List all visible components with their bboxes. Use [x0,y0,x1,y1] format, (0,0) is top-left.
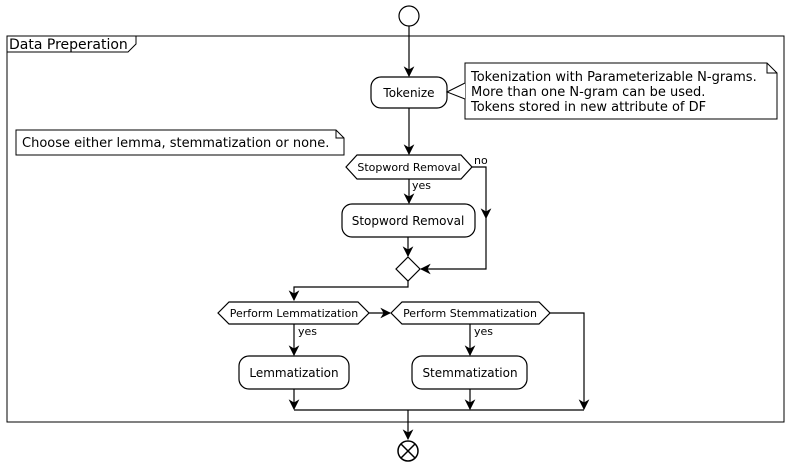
action-stemmatization: Stemmatization [411,355,528,390]
action-lemmatization-label: Lemmatization [249,366,338,380]
label-no: no [474,154,488,167]
end-node [397,440,419,462]
note-tokenize-line-1: Tokenization with Parameterizable N-gram… [470,70,757,85]
decision-lemmatization-label: Perform Lemmatization [230,307,359,320]
action-stopword-removal: Stopword Removal [341,203,476,238]
decision-stopword: Stopword Removal [345,154,473,180]
arrow-merge-lemma [288,281,409,302]
decision-stopword-label: Stopword Removal [357,161,460,174]
label-yes-stem: yes [474,325,493,338]
action-stemmatization-label: Stemmatization [422,366,517,380]
decision-stemmatization: Perform Stemmatization [390,301,551,325]
action-tokenize-label: Tokenize [382,86,434,100]
note-lemma-choice: Choose either lemma, stemmatization or n… [15,129,345,156]
partition-title: Data Preperation [9,37,128,53]
arrow-no-branch [472,166,492,220]
decision-lemmatization: Perform Lemmatization [217,301,370,325]
merge-node-stopword [395,256,421,282]
label-yes-lemma: yes [298,325,317,338]
label-yes-stopword: yes [412,179,431,192]
arrow-no-to-merge [419,218,487,275]
partition-data-preperation: Data Preperation [6,35,785,423]
start-node [398,5,420,27]
note-tokenize: Tokenization with Parameterizable N-gram… [445,62,778,120]
note-tokenize-line-2: More than one N-gram can be used. [471,85,705,100]
action-stopword-removal-label: Stopword Removal [352,214,465,228]
arrow-stem-none [550,312,590,411]
note-tokenize-line-3: Tokens stored in new attribute of DF [470,100,706,115]
action-tokenize: Tokenize [370,76,448,109]
action-lemmatization: Lemmatization [238,355,350,390]
decision-stemmatization-label: Perform Stemmatization [403,307,537,320]
note-lemma-choice-text: Choose either lemma, stemmatization or n… [22,136,329,151]
